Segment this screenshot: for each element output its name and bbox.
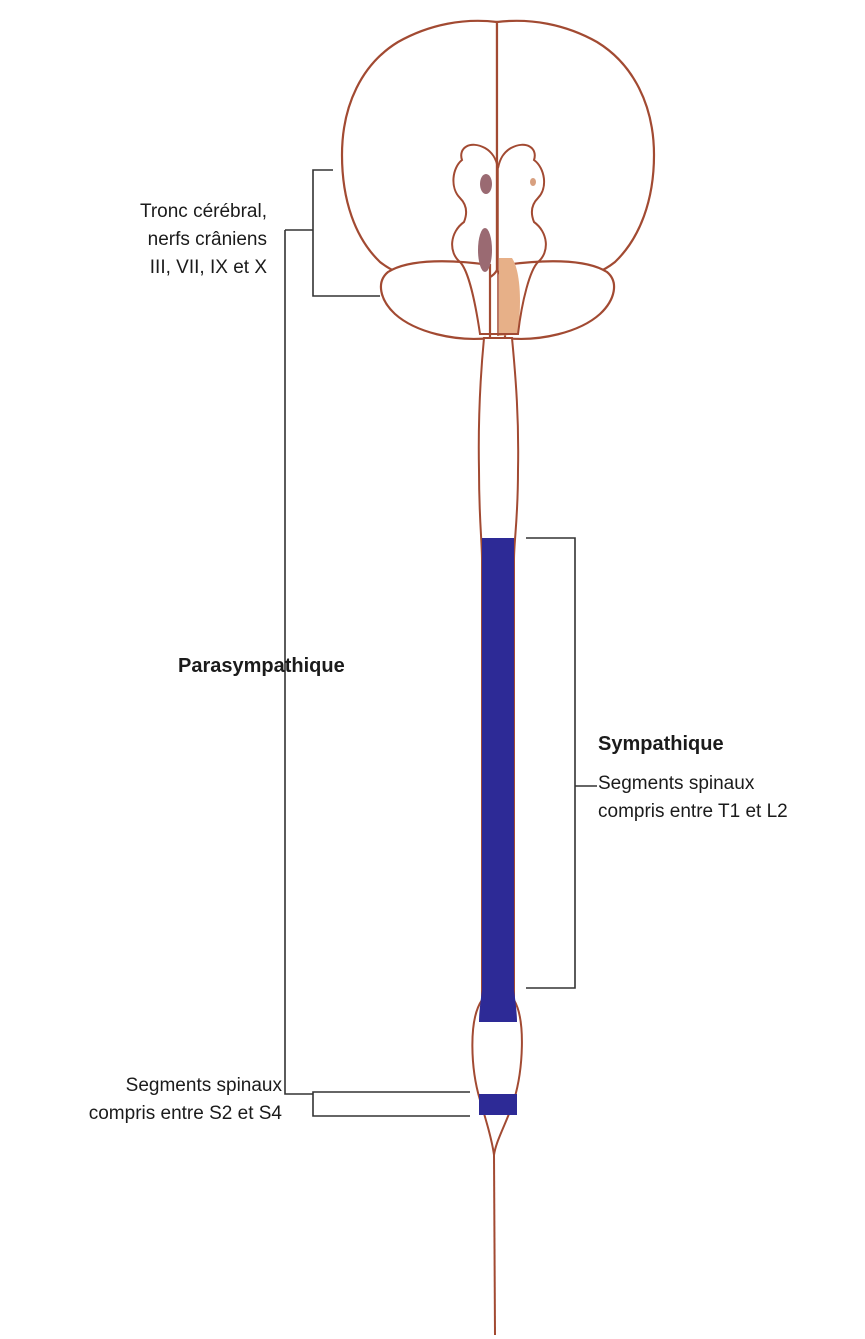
brainstem-label-line2: nerfs crâniens xyxy=(140,226,267,254)
nucleus-upper xyxy=(480,174,492,194)
filum-terminale xyxy=(494,1155,495,1335)
sympathetic-title: Sympathique xyxy=(598,730,788,758)
sacral-bracket xyxy=(313,1092,470,1116)
brainstem-label-line3: III, VII, IX et X xyxy=(140,254,267,282)
cerebellum-right xyxy=(505,261,614,339)
parasympathetic-label: Parasympathique xyxy=(178,652,345,680)
nucleus-small xyxy=(530,178,536,186)
sacral-segment xyxy=(479,1094,517,1115)
sympathetic-label-line2: compris entre T1 et L2 xyxy=(598,798,788,826)
sacral-label-line2: compris entre S2 et S4 xyxy=(89,1100,282,1128)
sacral-label-line1: Segments spinaux xyxy=(89,1072,282,1100)
brainstem-label-line1: Tronc cérébral, xyxy=(140,198,267,226)
right-hemisphere xyxy=(497,21,654,284)
left-hemisphere xyxy=(342,21,497,284)
nucleus-lower xyxy=(478,228,492,272)
sympathetic-label: Sympathique Segments spinaux compris ent… xyxy=(598,730,788,826)
sympathetic-bracket xyxy=(526,538,597,988)
sacral-label: Segments spinaux compris entre S2 et S4 xyxy=(89,1072,282,1128)
sympathetic-segment xyxy=(479,538,517,1022)
brainstem-label: Tronc cérébral, nerfs crâniens III, VII,… xyxy=(140,198,267,282)
sympathetic-label-line1: Segments spinaux xyxy=(598,770,788,798)
